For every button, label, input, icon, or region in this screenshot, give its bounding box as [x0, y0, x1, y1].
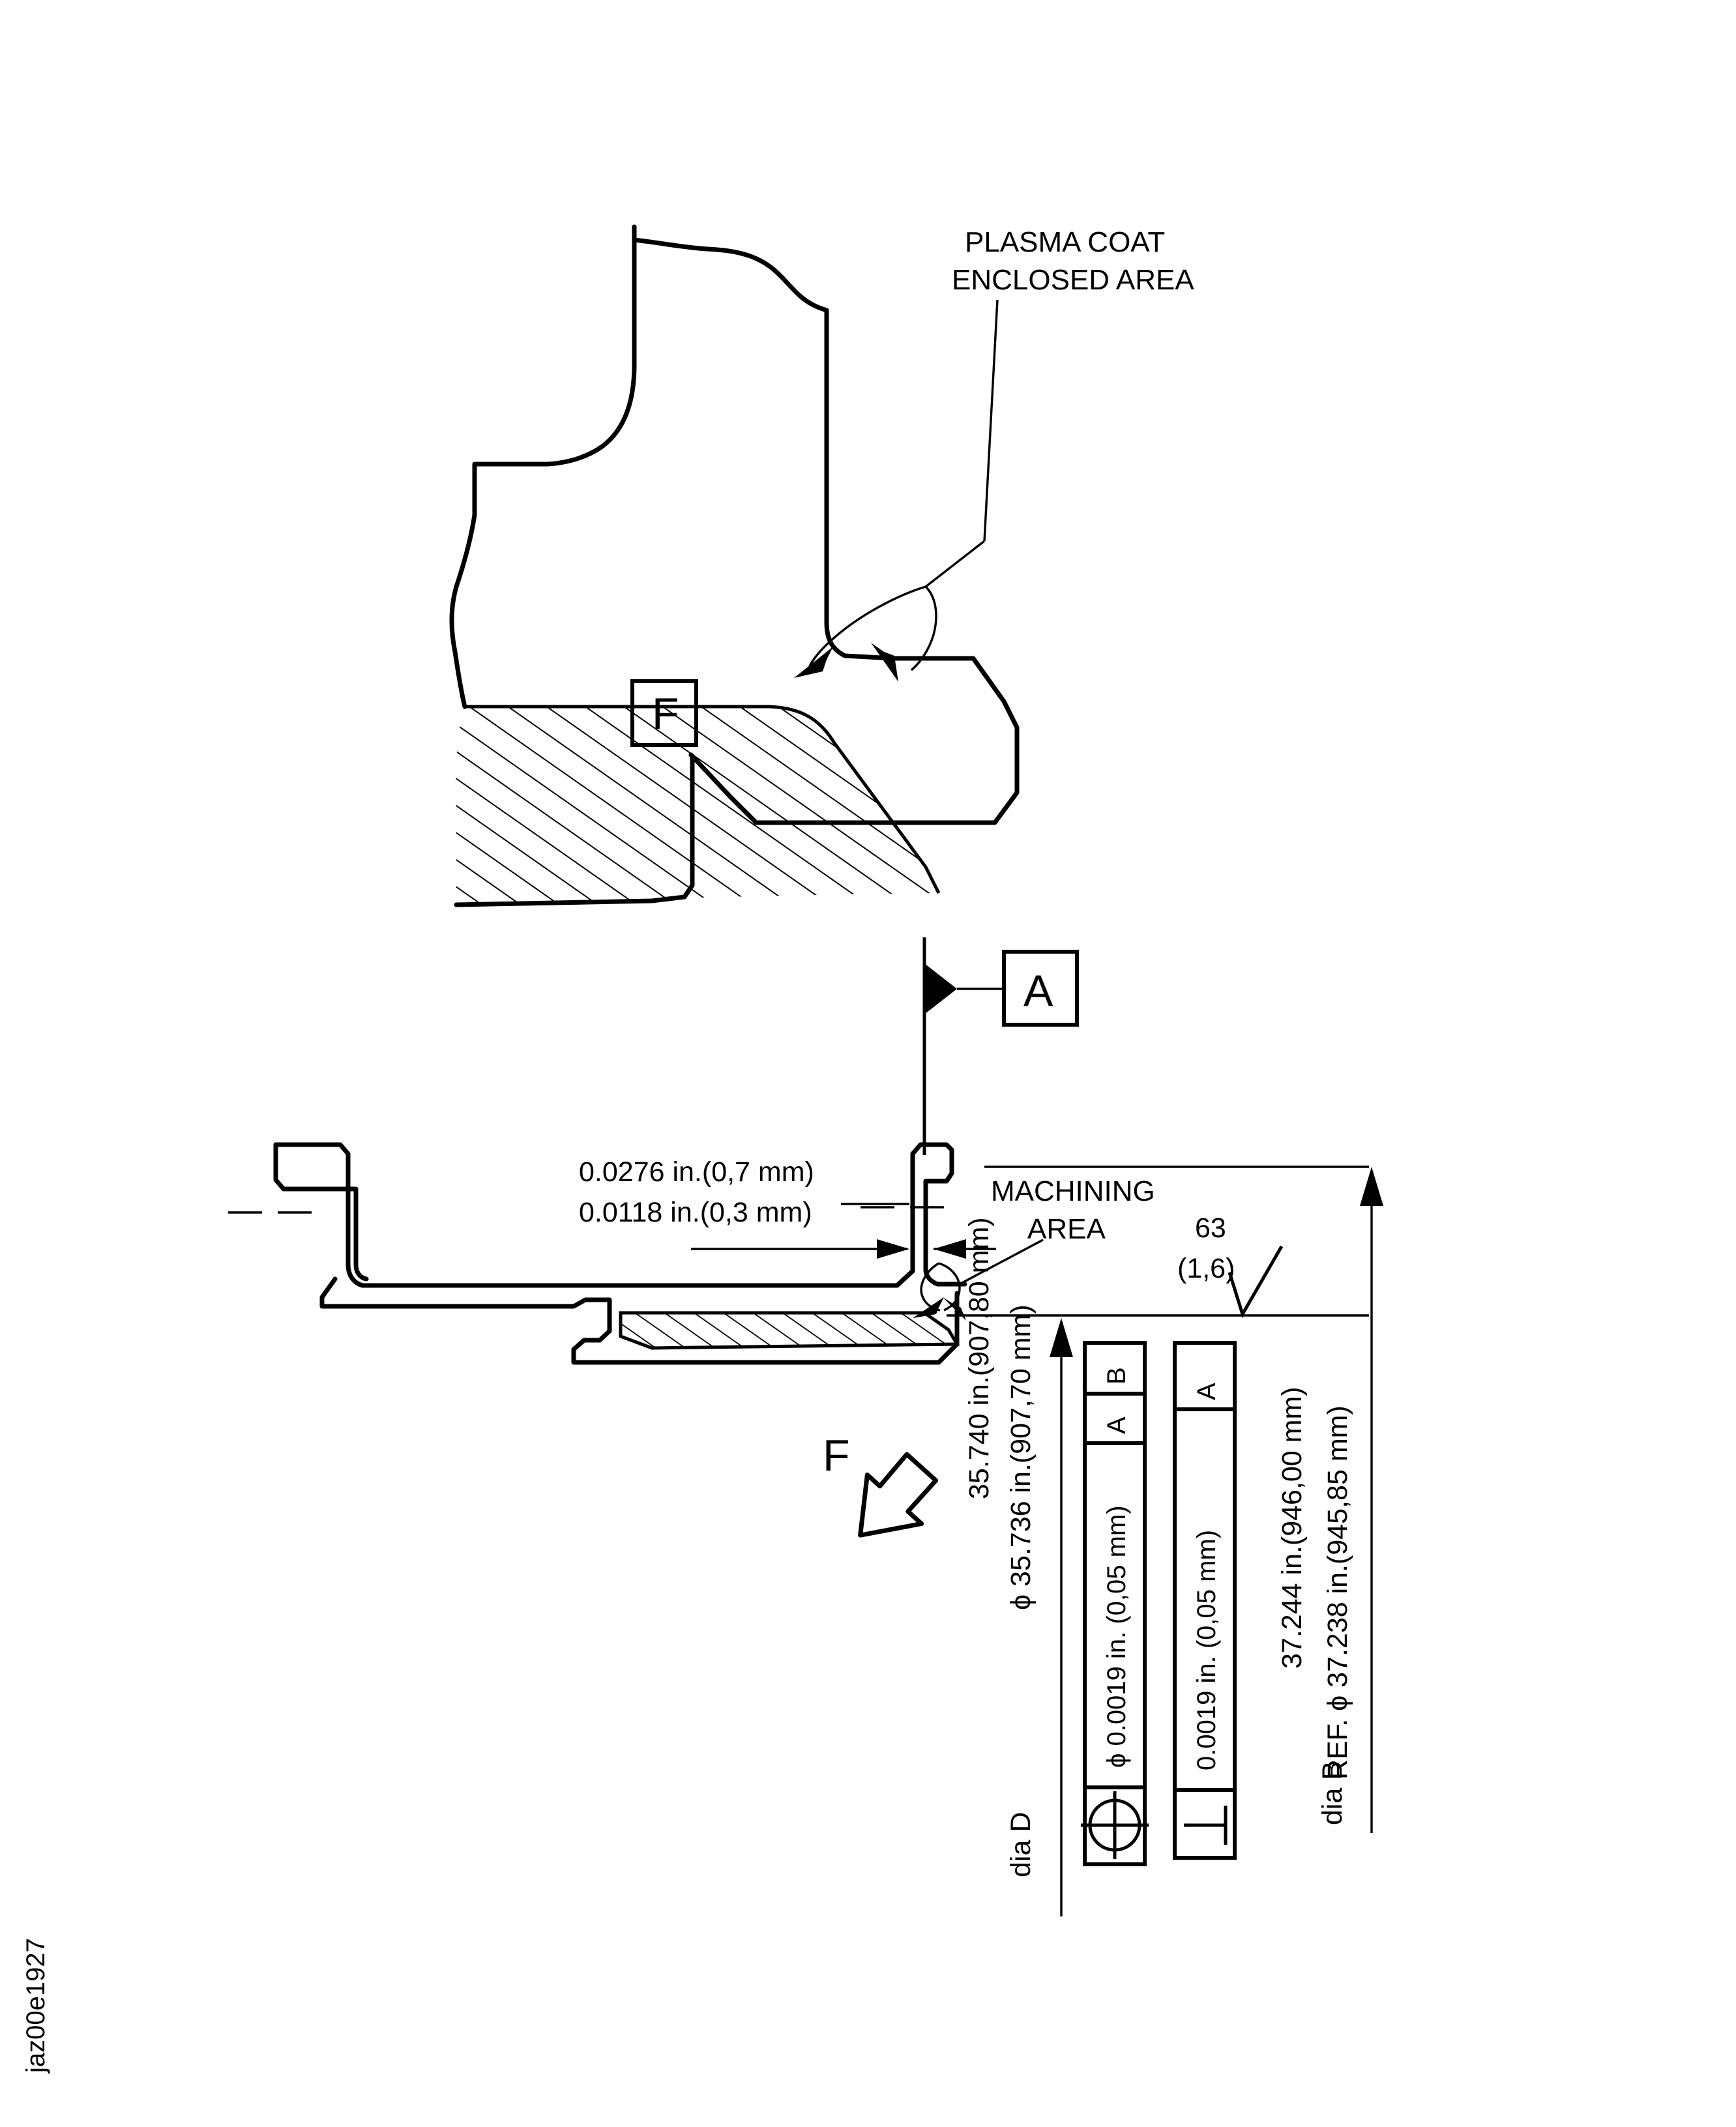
plasma-coat-leader-line2: [983, 299, 999, 542]
fcf2-tolerance: 0.0019 in. (0,05 mm): [1192, 1530, 1221, 1770]
document-id: jaz00e1927: [22, 1938, 50, 2074]
machining-area-leader-line: [959, 1239, 1044, 1285]
fcf1-tolerance: ϕ 0.0019 in. (0,05 mm): [1102, 1505, 1131, 1768]
dim-arrowhead-left: [877, 1239, 909, 1259]
section-coating-hatch: [621, 1313, 957, 1348]
dimension-0276: 0.0276 in.(0,7 mm): [579, 1156, 814, 1188]
detail-part-outline: [632, 224, 976, 661]
dia-b-line2: REF. ϕ 37.238 in.(945,85 mm): [1322, 1405, 1353, 1780]
section-inner-profile: [273, 1142, 369, 1282]
dia-d-line2: ϕ 35.736 in.(907,70 mm): [1005, 1304, 1037, 1610]
dia-b-label: dia B: [1317, 1761, 1348, 1825]
hatch-boundary: [465, 705, 941, 894]
detail-view-f: PLASMA COAT ENCLOSED AREA F: [449, 224, 1194, 907]
dia-b-arrowhead: [1360, 1167, 1383, 1206]
fcf1-datum-a: A: [1102, 1416, 1131, 1434]
detail-view-tag-letter: F: [652, 689, 679, 739]
surface-finish-value: 63: [1195, 1212, 1226, 1244]
dia-b-line1: 37.244 in.(946,00 mm): [1276, 1386, 1308, 1669]
leader-arrowhead-left: [794, 647, 833, 678]
perpendicularity-symbol-icon: [1184, 1806, 1228, 1845]
machining-arrowhead-left: [913, 1297, 944, 1318]
plasma-coat-callout-line1: PLASMA COAT: [965, 226, 1165, 258]
surface-finish-check-icon: [1228, 1245, 1284, 1319]
dia-d-arrowhead: [1050, 1318, 1073, 1357]
perpendicularity-tolerance-frame: 0.0019 in. (0,05 mm) A: [1173, 1341, 1237, 1860]
position-symbol-icon: [1081, 1791, 1149, 1859]
datum-a-triangle: [924, 963, 957, 1014]
plasma-coat-hatch: [456, 707, 939, 905]
datum-a-box: [1002, 950, 1079, 1027]
detail-view-tag-box: [630, 679, 698, 747]
leader-arrowhead-right: [871, 643, 898, 682]
datum-a-letter: A: [1023, 966, 1053, 1016]
fcf2-outer-box: [1173, 1341, 1237, 1860]
dim-arrowhead-right: [934, 1239, 966, 1259]
machining-area-leader-loop2: [938, 1262, 961, 1312]
detail-part-outline-left: [449, 224, 637, 709]
fcf1-datum-b: B: [1102, 1367, 1131, 1385]
plasma-coat-callout-line2: ENCLOSED AREA: [952, 264, 1194, 296]
machining-note-line1: MACHINING: [991, 1175, 1155, 1207]
plasma-coat-leader-loop2: [910, 585, 937, 671]
section-outer-profile: [273, 1142, 967, 1288]
view-arrow-f-label: F: [823, 1431, 850, 1480]
position-tolerance-frame: ϕ 0.0019 in. (0,05 mm) A B: [1081, 1341, 1149, 1866]
section-lower-profile: [319, 1276, 960, 1365]
fcf1-outer-box: [1083, 1341, 1147, 1866]
view-arrow-f-icon: [858, 1452, 939, 1538]
fcf2-datum-a: A: [1192, 1383, 1221, 1400]
dia-d-label: dia D: [1005, 1812, 1037, 1877]
dimension-0118: 0.0118 in.(0,3 mm): [579, 1197, 812, 1228]
plasma-coat-leader-line: [924, 540, 986, 588]
plasma-coat-leader-loop: [808, 585, 926, 667]
section-view: A 0.0276 in.(0,7 mm) 0.: [228, 937, 1383, 1916]
machining-note-line2: AREA: [1027, 1213, 1106, 1245]
surface-finish-metric: (1,6): [1177, 1253, 1235, 1284]
dia-d-line1: 35.740 in.(907,80 mm): [964, 1217, 995, 1499]
